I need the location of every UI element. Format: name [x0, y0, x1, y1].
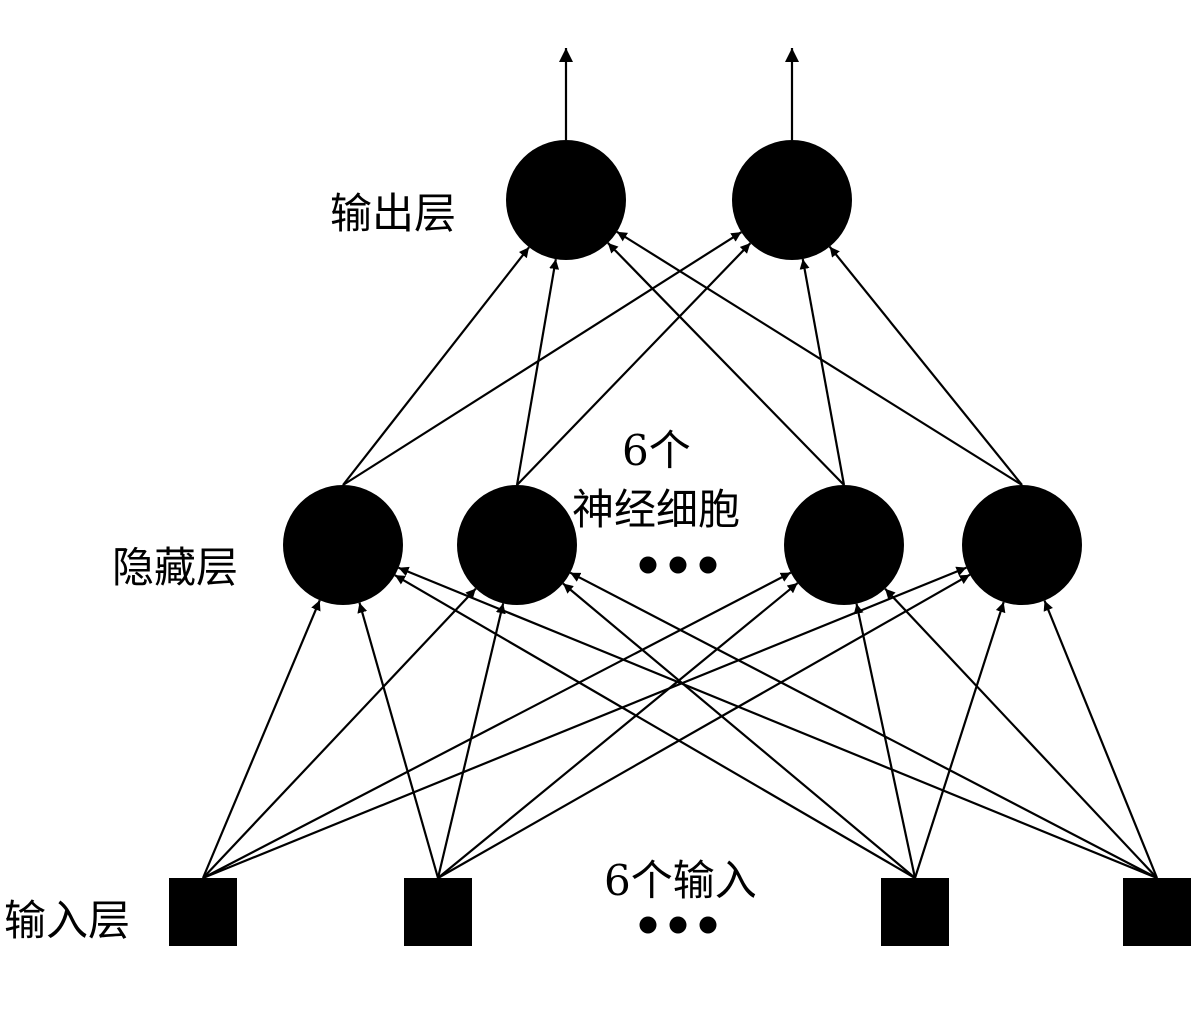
edge-input-4-to-hidden-2 — [569, 571, 1158, 879]
edge-input-3-to-hidden-3 — [853, 603, 917, 879]
input-node-2 — [404, 878, 472, 946]
edge-input-2-to-hidden-3 — [437, 582, 799, 879]
edge-hidden-3-to-output-1 — [607, 242, 845, 486]
edge-input-3-to-hidden-2 — [562, 582, 916, 879]
ellipsis-dots — [639, 556, 717, 934]
output-neuron-2 — [732, 140, 852, 260]
hidden-ellipsis-dot-3 — [699, 556, 717, 574]
edge-hidden-3-to-output-2 — [799, 258, 846, 486]
edge-input-1-to-hidden-1 — [201, 599, 321, 879]
edge-hidden-4-to-output-2 — [828, 246, 1023, 486]
edge-hidden-4-to-output-1 — [616, 230, 1023, 486]
input-node-4 — [1123, 878, 1191, 946]
edge-input-4-to-hidden-3 — [884, 587, 1158, 879]
input-count-label: 6个输入 — [604, 856, 757, 905]
output-layer-label: 输出层 — [330, 189, 456, 238]
input-ellipsis-dot-3 — [699, 916, 717, 934]
hidden-ellipsis-dot-2 — [669, 556, 687, 574]
hidden-neuron-2 — [457, 485, 577, 605]
edge-hidden-2-to-output-1 — [515, 258, 560, 486]
input-ellipsis-dot-1 — [639, 916, 657, 934]
input-node-1 — [169, 878, 237, 946]
input-ellipsis-dot-2 — [669, 916, 687, 934]
hidden-neuron-4 — [962, 485, 1082, 605]
edge-hidden-1-to-output-1 — [342, 246, 530, 486]
edge-input-4-to-hidden-1 — [398, 566, 1158, 880]
nodes — [169, 140, 1191, 946]
edge-input-2-to-hidden-4 — [437, 573, 971, 879]
edge-input-2-to-hidden-2 — [436, 603, 506, 879]
edge-input-1-to-hidden-3 — [202, 571, 792, 879]
edge-input-3-to-hidden-4 — [913, 601, 1006, 879]
connections — [201, 48, 1159, 880]
edge-input-1-to-hidden-4 — [202, 566, 967, 880]
edge-input-3-to-hidden-1 — [394, 574, 916, 879]
input-node-3 — [881, 878, 949, 946]
hidden-neuron-3 — [784, 485, 904, 605]
edge-hidden-1-to-output-2 — [342, 231, 742, 486]
hidden-neuron-label: 神经细胞 — [572, 485, 740, 534]
edge-hidden-2-to-output-2 — [516, 242, 752, 486]
edge-input-4-to-hidden-4 — [1043, 600, 1159, 879]
hidden-ellipsis-dot-1 — [639, 556, 657, 574]
hidden-count-label: 6个 — [622, 426, 691, 475]
output-neuron-1 — [506, 140, 626, 260]
edge-input-2-to-hidden-1 — [357, 602, 440, 879]
edge-input-1-to-hidden-2 — [202, 587, 477, 879]
input-layer-label: 输入层 — [4, 896, 130, 945]
hidden-neuron-1 — [283, 485, 403, 605]
hidden-layer-label: 隐藏层 — [112, 543, 238, 592]
